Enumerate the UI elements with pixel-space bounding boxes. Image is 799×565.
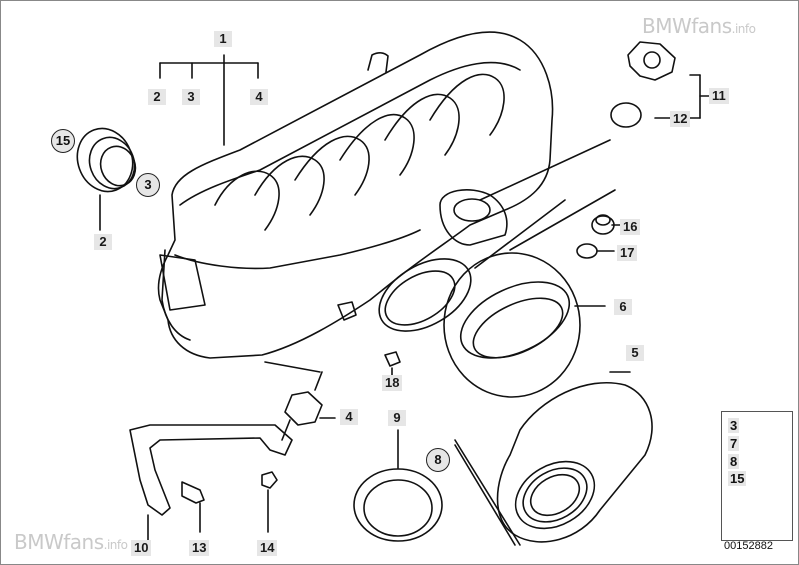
seal-17 bbox=[576, 243, 598, 259]
watermark-bottom: BMWfans.info bbox=[14, 530, 128, 554]
callout-11: 11 bbox=[709, 88, 729, 104]
callout-2-top: 2 bbox=[148, 89, 166, 105]
runner-5 bbox=[384, 93, 460, 156]
kit-box: 3 7 8 15 bbox=[721, 411, 793, 541]
callout-6: 6 bbox=[614, 299, 632, 315]
manifold-front bbox=[161, 249, 191, 341]
callout-2-left: 2 bbox=[94, 234, 112, 250]
bracket-10 bbox=[129, 424, 293, 516]
runner-1 bbox=[214, 170, 280, 231]
callout-5: 5 bbox=[626, 345, 644, 361]
cap-11 bbox=[627, 41, 676, 81]
runner-3 bbox=[294, 135, 370, 196]
kit-number-4: 15 bbox=[728, 471, 747, 486]
throttle-seal bbox=[384, 270, 456, 326]
runner-4 bbox=[339, 113, 415, 176]
fitting-small bbox=[337, 301, 357, 321]
callout-9: 9 bbox=[388, 410, 406, 426]
callout-16: 16 bbox=[620, 219, 641, 235]
o-ring-12 bbox=[610, 102, 642, 128]
fitting-18 bbox=[384, 351, 401, 367]
highlight-circle bbox=[443, 252, 581, 398]
callout-3-top: 3 bbox=[182, 89, 200, 105]
callout-14: 14 bbox=[257, 540, 278, 556]
sleeve-15 bbox=[76, 127, 134, 193]
callout-18: 18 bbox=[382, 375, 403, 391]
bellows-5 bbox=[496, 381, 653, 543]
callout-10: 10 bbox=[131, 540, 152, 556]
callout-13: 13 bbox=[189, 540, 210, 556]
kit-number-2: 7 bbox=[728, 436, 740, 451]
kit-number-3: 8 bbox=[728, 454, 740, 469]
callout-4-actuator: 4 bbox=[340, 409, 358, 425]
callout-4-top: 4 bbox=[250, 89, 268, 105]
watermark-top: BMWfans.info bbox=[642, 14, 756, 38]
kit-number-1: 3 bbox=[728, 418, 740, 433]
circled-8: 8 bbox=[426, 448, 450, 472]
nut-14 bbox=[261, 471, 278, 489]
vent-nipple bbox=[367, 52, 389, 73]
callout-12: 12 bbox=[670, 111, 691, 127]
bolt-13 bbox=[181, 481, 205, 504]
throttle-opening bbox=[378, 258, 472, 332]
manifold-lower-edge bbox=[174, 229, 421, 270]
manifold-bracket bbox=[159, 254, 206, 311]
actuator-4 bbox=[284, 391, 323, 426]
filler-neck bbox=[439, 189, 508, 246]
filler-neck-opening bbox=[453, 198, 491, 222]
runner-2 bbox=[254, 155, 325, 216]
runner-6 bbox=[429, 73, 505, 136]
callout-17: 17 bbox=[617, 245, 638, 261]
reference-number: 00152882 bbox=[724, 540, 773, 552]
intake-manifold bbox=[157, 31, 554, 359]
circled-3: 3 bbox=[136, 173, 160, 197]
ring-9 bbox=[353, 468, 443, 542]
manifold-edge bbox=[179, 61, 521, 206]
callout-1: 1 bbox=[214, 31, 232, 47]
circled-15: 15 bbox=[51, 129, 75, 153]
